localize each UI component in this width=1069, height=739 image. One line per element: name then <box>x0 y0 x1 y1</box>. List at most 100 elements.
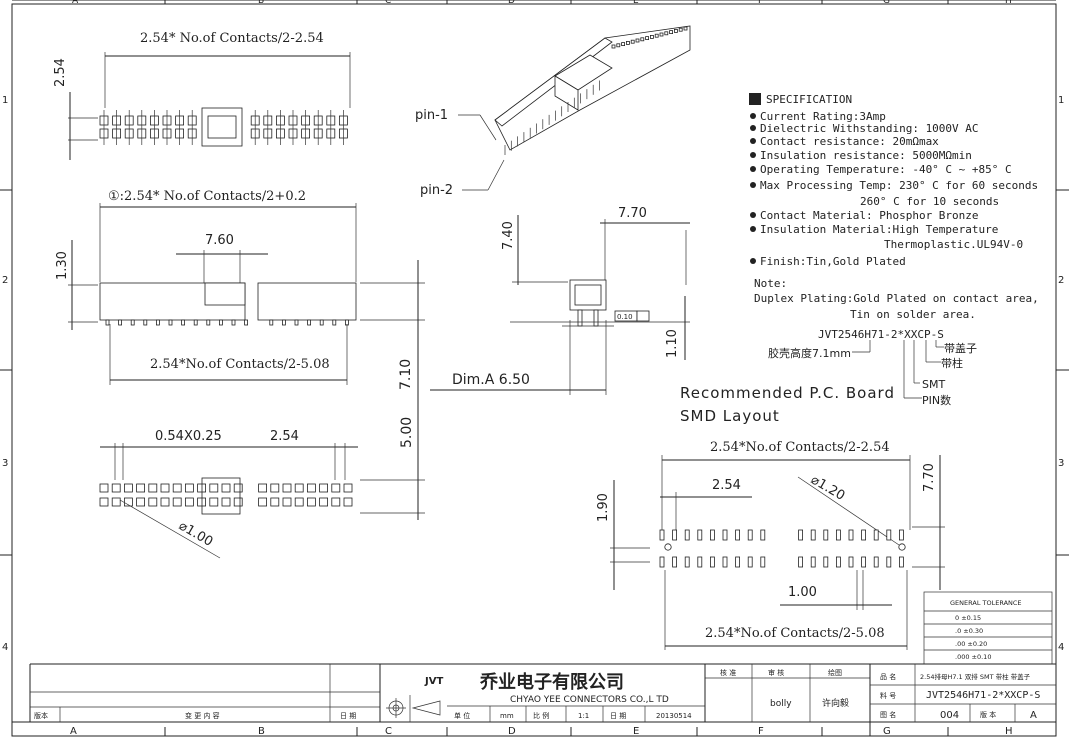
bottom-pin <box>270 497 280 507</box>
pcb-post-hole-right <box>898 543 906 551</box>
pin1-label: pin-1 <box>415 108 448 123</box>
svg-text:0 ±0.15: 0 ±0.15 <box>955 614 981 622</box>
pcb-pad <box>848 529 854 541</box>
bottom-pin <box>99 483 109 493</box>
svg-text:4: 4 <box>1058 642 1064 653</box>
pcb-left-dim: 1.90 <box>596 493 611 522</box>
pin2-label: pin-2 <box>420 183 453 198</box>
pcb-pad <box>886 556 892 568</box>
svg-text:比 例: 比 例 <box>533 711 549 720</box>
side-pin <box>168 319 173 326</box>
side-right-dim: 7.10 <box>398 359 414 390</box>
svg-text:D: D <box>508 0 515 6</box>
pcb-pad <box>823 556 829 568</box>
bottom-pitch-text: 0.54X0.25 <box>155 429 222 444</box>
end-width-dim: 7.70 <box>618 206 647 221</box>
pcb-title-2: SMD Layout <box>680 407 780 425</box>
pcb-pad <box>710 529 715 541</box>
tb-version-header: 版本 <box>34 711 48 720</box>
pcb-pad <box>836 556 841 568</box>
pcb-pad <box>735 556 740 568</box>
bottom-pin <box>124 497 133 507</box>
svg-text:A: A <box>70 726 77 737</box>
code-label-cover: 带盖子 <box>944 341 977 355</box>
company-name-cn: 乔业电子有限公司 <box>479 671 624 693</box>
spec-bullet <box>750 226 756 232</box>
side-pin <box>281 319 286 326</box>
svg-text:mm: mm <box>500 712 514 720</box>
spec-continue-2: Thermoplastic.UL94V-0 <box>884 238 1023 251</box>
svg-text:日 期: 日 期 <box>610 712 626 720</box>
spec-item: Current Rating:3Amp <box>760 110 886 123</box>
svg-text:单 位: 单 位 <box>454 711 470 720</box>
spec-item: Max Processing Temp: 230° C for 60 secon… <box>760 179 1038 192</box>
bottom-pin <box>172 497 182 507</box>
spec-item: Finish:Tin,Gold Plated <box>760 255 906 268</box>
spec-item: Contact Material: Phosphor Bronze <box>760 209 979 222</box>
tb-part-number: JVT2546H71-2*XXCP-S <box>926 690 1040 701</box>
svg-text:1: 1 <box>1058 95 1064 106</box>
pcb-pad <box>798 556 803 568</box>
tb-date-value: 20130514 <box>656 712 692 720</box>
note-label: Note: <box>754 277 787 290</box>
spec-item: Insulation Material:High Temperature <box>760 223 998 236</box>
bottom-pin <box>294 483 304 493</box>
pcb-pad <box>672 556 677 568</box>
pcb-pad <box>672 529 677 541</box>
side-pin <box>294 319 299 326</box>
bottom-pin <box>343 483 353 493</box>
iso-view: pin-1 pin-2 <box>415 25 691 198</box>
bottom-pitch-dim: 2.54 <box>270 429 299 444</box>
bottom-pin <box>306 497 316 507</box>
svg-text:3: 3 <box>2 458 8 469</box>
spec-item: Operating Temperature: -40° C ~ +85° C <box>760 163 1012 176</box>
svg-text:0.10: 0.10 <box>617 313 633 321</box>
pcb-pad <box>899 556 904 568</box>
note-line-1: Duplex Plating:Gold Plated on contact ar… <box>754 292 1039 305</box>
svg-text:1:1: 1:1 <box>578 712 589 720</box>
pcb-pad <box>861 529 866 541</box>
bottom-pin <box>111 483 121 493</box>
pcb-pad <box>747 529 753 541</box>
svg-text:2: 2 <box>2 275 8 286</box>
company-name-en: CHYAO YEE CONNECTORS CO.,L TD <box>510 695 669 705</box>
tolerance-title: GENERAL TOLERANCE <box>950 599 1022 607</box>
spec-item: Insulation resistance: 5000MΩmin <box>760 149 972 162</box>
pcb-pad <box>722 529 728 541</box>
bottom-pin <box>184 483 194 493</box>
pcb-pad <box>899 529 904 541</box>
pcb-pad <box>659 529 665 541</box>
pcb-pad <box>873 529 879 541</box>
bottom-pin <box>136 497 146 507</box>
side-pin <box>118 319 122 326</box>
bottom-pin <box>111 497 121 507</box>
svg-text:3: 3 <box>1058 458 1064 469</box>
end-view: 7.40 7.70 0.10 1.10 Dim.A 6.50 <box>430 206 690 395</box>
bottom-pin <box>209 497 219 507</box>
code-label-smt: SMT <box>922 378 945 391</box>
specification: SPECIFICATION Current Rating:3AmpDielect… <box>749 93 1039 321</box>
bottom-pin <box>136 483 146 493</box>
bottom-pin <box>148 497 158 507</box>
tb-reviewer: bolly <box>770 699 792 709</box>
pcb-pad <box>810 556 816 568</box>
bottom-pin <box>221 483 231 493</box>
tb-date-header: 日 期 <box>340 712 356 720</box>
svg-text:G: G <box>883 726 891 737</box>
pcb-pad <box>684 529 690 541</box>
spec-bullet <box>750 125 756 131</box>
svg-text:H: H <box>1005 726 1013 737</box>
svg-text:D: D <box>508 726 516 737</box>
side-pin <box>244 319 249 326</box>
spec-bullet <box>750 152 756 158</box>
part-code-text: JVT2546H71-2*XXCP-S <box>818 328 944 341</box>
side-pin <box>332 319 337 326</box>
bottom-pin <box>172 483 182 493</box>
bottom-pin <box>184 497 194 507</box>
spec-title-icon <box>749 93 761 105</box>
bottom-pin <box>124 483 133 493</box>
spec-bullet <box>750 138 756 144</box>
svg-text:2: 2 <box>1058 275 1064 286</box>
